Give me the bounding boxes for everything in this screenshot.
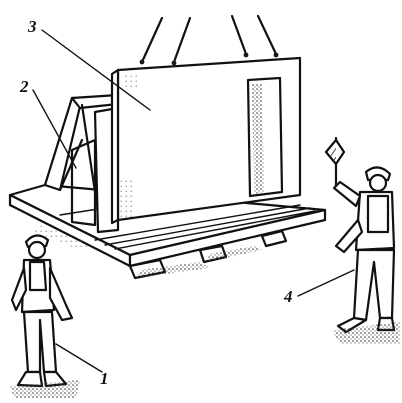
crane-slings-icon [139, 14, 279, 66]
signal-flag-icon [324, 136, 346, 188]
callout-label-worker-left: 1 [100, 369, 109, 388]
signalman [332, 166, 400, 344]
callout-leaders [32, 29, 355, 373]
callout-label-signalman: 4 [283, 287, 293, 306]
callout-label-cassette-rack: 2 [19, 77, 29, 96]
wall-panel [110, 56, 302, 225]
callout-label-wall-panel: 3 [27, 17, 37, 36]
worker-left [10, 234, 80, 398]
transport-platform [8, 183, 327, 280]
